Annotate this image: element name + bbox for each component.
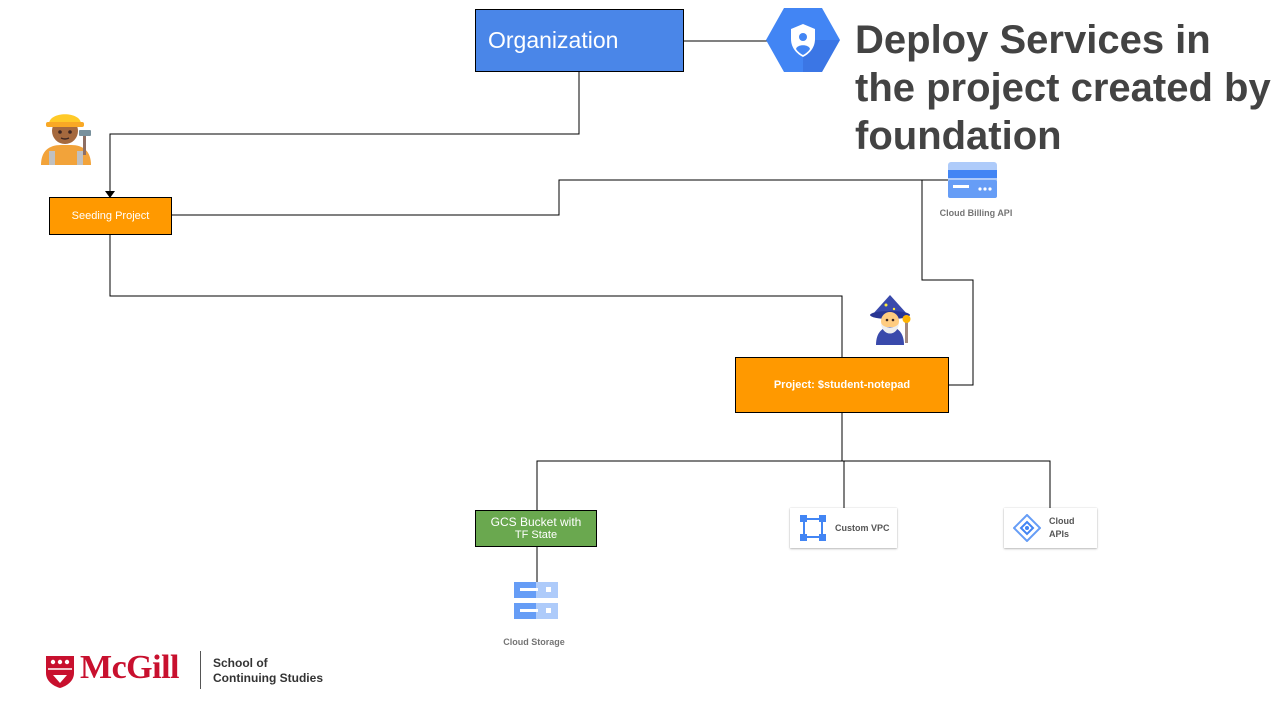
gcs-bucket-label-line2: TF State: [514, 528, 558, 541]
billing-card-icon: [948, 162, 997, 198]
seeding-project-label: Seeding Project: [71, 210, 150, 222]
shield-user-icon: [766, 8, 840, 72]
custom-vpc-card: Custom VPC: [790, 508, 897, 548]
connector-org-to-seeding: [109, 72, 580, 192]
cloud-apis-label: Cloud APIs: [1049, 515, 1075, 541]
connector-project-to-children: [536, 413, 843, 510]
organization-node: Organization: [475, 9, 684, 72]
connector-seeding-to-billing: [172, 179, 950, 216]
cloud-storage-label: Cloud Storage: [503, 637, 565, 647]
mcgill-wordmark: McGill: [80, 649, 179, 686]
mcgill-crest-icon: [46, 656, 74, 688]
custom-vpc-label: Custom VPC: [835, 523, 890, 533]
student-project-node: Project: $student-notepad: [735, 357, 949, 413]
slide-title: Deploy Services in the project created b…: [855, 18, 1271, 158]
cloud-apis-card: Cloud APIs: [1004, 508, 1097, 548]
connector-billing-to-project: [921, 180, 974, 386]
connector-to-vpc: [842, 460, 845, 510]
student-project-label: Project: $student-notepad: [773, 379, 911, 391]
cloud-billing-api-label: Cloud Billing API: [939, 208, 1013, 218]
logo-divider: [200, 651, 201, 689]
connector-to-apis: [844, 460, 1051, 510]
gcs-bucket-node: GCS Bucket with TF State: [475, 510, 597, 547]
school-name: School of Continuing Studies: [213, 656, 323, 686]
cloud-apis-icon: [1013, 514, 1041, 542]
school-name-line1: School of: [213, 656, 268, 670]
connector-seeding-to-project: [109, 235, 843, 357]
cloud-storage-icon: [514, 582, 558, 619]
seeding-project-node: Seeding Project: [49, 197, 172, 235]
arrowhead-seeding: [105, 191, 115, 198]
vpc-icon: [800, 515, 826, 541]
school-name-line2: Continuing Studies: [213, 671, 323, 685]
gcs-bucket-label-line1: GCS Bucket with: [490, 514, 582, 529]
cloud-apis-label-line1: Cloud: [1049, 516, 1075, 526]
mage-icon: [870, 295, 911, 345]
cloud-apis-label-line2: APIs: [1049, 529, 1070, 539]
organization-label: Organization: [488, 27, 619, 53]
construction-worker-icon: [41, 114, 91, 165]
